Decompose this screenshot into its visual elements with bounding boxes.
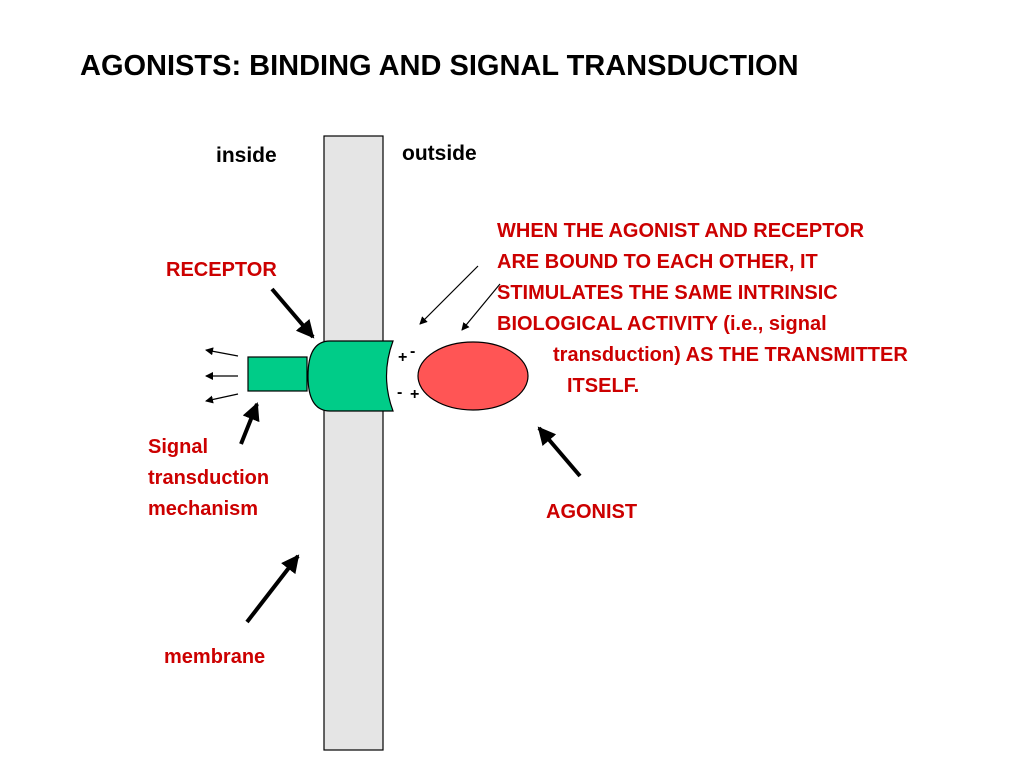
description-line: transduction) AS THE TRANSMITTER bbox=[553, 344, 908, 366]
membrane-arrow bbox=[245, 554, 300, 624]
membrane bbox=[323, 135, 384, 751]
charge-upper-minus: - bbox=[410, 343, 416, 360]
signal-transduction-line: mechanism bbox=[148, 498, 259, 520]
description-line: BIOLOGICAL ACTIVITY (i.e., signal bbox=[497, 313, 827, 335]
charge-lower-plus: + bbox=[410, 386, 420, 403]
output-arrow-top bbox=[205, 347, 239, 357]
signal-transduction-label: Signal transduction mechanism bbox=[148, 432, 269, 525]
receptor-arrow bbox=[270, 287, 315, 339]
receptor-label: RECEPTOR bbox=[166, 259, 277, 281]
slide-title: AGONISTS: BINDING AND SIGNAL TRANSDUCTIO… bbox=[80, 50, 799, 82]
description-line: ITSELF. bbox=[567, 375, 640, 397]
outside-label: outside bbox=[402, 142, 477, 165]
agonist-arrow bbox=[537, 426, 582, 478]
output-arrow-bottom bbox=[205, 393, 239, 404]
description-arrow-right bbox=[461, 283, 501, 331]
description-line: ARE BOUND TO EACH OTHER, IT bbox=[497, 251, 818, 273]
membrane-label: membrane bbox=[164, 646, 266, 668]
charge-lower-minus: - bbox=[397, 384, 403, 401]
signal-transduction-block bbox=[247, 356, 308, 392]
charge-upper-plus: + bbox=[398, 349, 408, 366]
signal-arrow bbox=[239, 402, 260, 445]
agonist-label: AGONIST bbox=[546, 501, 638, 523]
description-line: WHEN THE AGONIST AND RECEPTOR bbox=[497, 220, 865, 242]
inside-label: inside bbox=[216, 144, 277, 167]
description-arrow-left bbox=[419, 265, 479, 325]
signal-transduction-line: transduction bbox=[148, 467, 270, 489]
description-line: STIMULATES THE SAME INTRINSIC bbox=[497, 282, 838, 304]
receptor-body bbox=[307, 340, 394, 412]
signal-transduction-line: Signal bbox=[148, 436, 209, 458]
description-text: WHEN THE AGONIST AND RECEPTOR ARE BOUND … bbox=[497, 216, 908, 402]
agonist-ellipse bbox=[417, 341, 529, 411]
